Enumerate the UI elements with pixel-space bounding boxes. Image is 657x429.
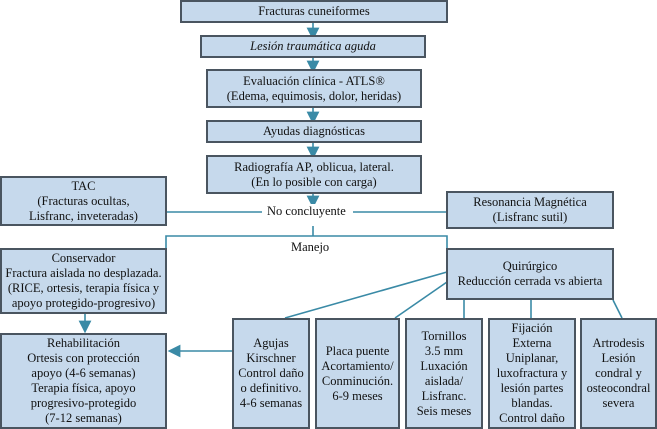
node-placa-puente: Placa puente Acortamiento/ Conminución. … <box>315 318 400 429</box>
label-manejo: Manejo <box>291 240 330 254</box>
node-text: Tornillos 3.5 mm Luxación aislada/ Lisfr… <box>416 328 472 418</box>
node-text: Agujas Kirschner Control daño o definiti… <box>238 336 304 410</box>
node-conservador: Conservador Fractura aislada no desplaza… <box>0 248 167 314</box>
node-agujas-kirschner: Agujas Kirschner Control daño o definiti… <box>232 318 310 429</box>
line-quir-placa <box>394 281 448 319</box>
node-text: Quirúrgico Reducción cerrada vs abierta <box>457 259 603 288</box>
node-text: Resonancia Magnética (Lisfranc sutil) <box>473 195 587 224</box>
label-no-concluyente: No concluyente <box>263 204 350 219</box>
node-text: Rehabilitación Ortesis con protección ap… <box>27 336 140 425</box>
line-manejo-branch <box>165 235 448 250</box>
line-quir-artrodesis <box>612 299 623 319</box>
node-text: TAC (Fracturas ocultas, Lisfranc, invete… <box>29 178 138 223</box>
node-quirurgico: Quirúrgico Reducción cerrada vs abierta <box>446 248 614 300</box>
node-text: Placa puente Acortamiento/ Conminución. … <box>321 343 394 403</box>
node-artrodesis: Artrodesis Lesión condral y osteocondral… <box>580 318 657 429</box>
node-text: Fracturas cuneiformes <box>258 4 370 18</box>
line-quir-agujas <box>284 271 448 319</box>
node-text: Radiografía AP, oblicua, lateral. (En lo… <box>234 159 394 189</box>
node-fijacion-externa: Fijación Externa Uniplanar, luxofractura… <box>488 318 576 429</box>
node-fracturas-cuneiformes: Fracturas cuneiformes <box>180 0 448 23</box>
node-text: Conservador Fractura aislada no desplaza… <box>5 251 162 310</box>
node-text: Lesión traumática aguda <box>250 39 376 53</box>
node-resonancia-magnetica: Resonancia Magnética (Lisfranc sutil) <box>446 191 614 229</box>
node-rehabilitacion: Rehabilitación Ortesis con protección ap… <box>0 333 167 429</box>
node-tac: TAC (Fracturas ocultas, Lisfranc, invete… <box>0 176 167 226</box>
node-text: Artrodesis Lesión condral y osteocondral… <box>586 336 651 410</box>
node-tornillos: Tornillos 3.5 mm Luxación aislada/ Lisfr… <box>405 318 483 429</box>
node-radiografia: Radiografía AP, oblicua, lateral. (En lo… <box>206 155 422 194</box>
node-ayudas-diagnosticas: Ayudas diagnósticas <box>206 120 422 143</box>
node-text: Ayudas diagnósticas <box>263 124 365 138</box>
node-evaluacion-clinica: Evaluación clínica - ATLS® (Edema, equim… <box>206 69 422 108</box>
node-text: Evaluación clínica - ATLS® (Edema, equim… <box>226 73 402 103</box>
node-lesion-traumatica: Lesión traumática aguda <box>200 35 426 58</box>
node-text: Fijación Externa Uniplanar, luxofractura… <box>496 321 568 425</box>
